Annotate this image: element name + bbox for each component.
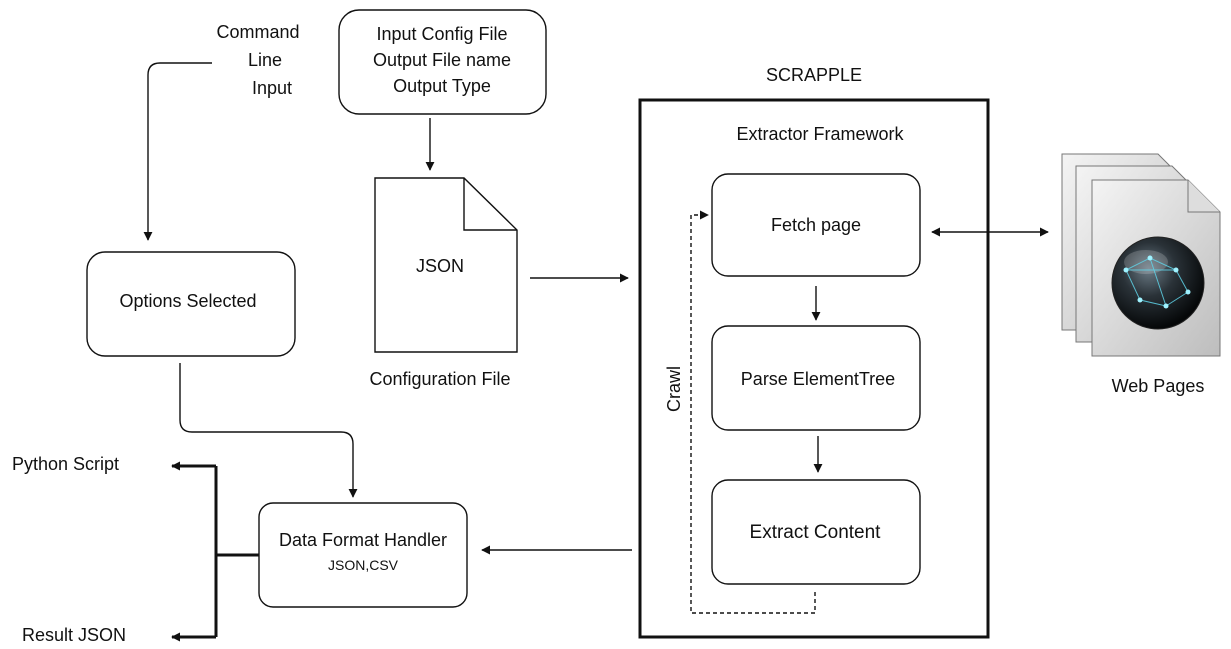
crawl-loop-arrow	[690, 210, 816, 614]
options-selected-box	[86, 251, 296, 357]
command-line-to-options-arrow	[143, 62, 212, 241]
extract-content-label: Extract Content	[750, 522, 882, 543]
crawl-label: Crawl	[664, 366, 684, 412]
data-format-handler-box	[258, 502, 468, 608]
input-config-line-3: Output Type	[393, 76, 491, 96]
configuration-file-label: Configuration File	[369, 369, 510, 389]
web-pages-icon	[1061, 153, 1221, 357]
parse-elementtree-label: Parse ElementTree	[741, 369, 895, 389]
result-json-label: Result JSON	[22, 625, 126, 645]
command-line-input-line-2: Line	[248, 50, 282, 70]
input-config-box	[338, 9, 547, 115]
input-config-line-2: Output File name	[373, 50, 511, 70]
options-to-data-format-arrow	[179, 363, 358, 498]
web-pages-label: Web Pages	[1112, 376, 1205, 396]
fetch-page-box	[711, 173, 921, 277]
input-config-line-1: Input Config File	[376, 24, 507, 44]
data-formats-label: JSON,CSV	[328, 557, 399, 573]
scrapple-title: SCRAPPLE	[766, 65, 862, 85]
json-document-shape	[374, 177, 518, 353]
command-line-input-label: Command Line Input	[216, 22, 299, 98]
options-selected-label: Options Selected	[119, 291, 256, 311]
command-line-input-line-3: Input	[252, 78, 292, 98]
extractor-framework-label: Extractor Framework	[736, 124, 904, 144]
command-line-input-line-1: Command	[216, 22, 299, 42]
python-script-label: Python Script	[12, 454, 119, 474]
fetch-page-label: Fetch page	[771, 215, 861, 235]
data-format-handler-label: Data Format Handler	[279, 530, 447, 550]
json-document-fold	[463, 178, 517, 231]
extract-content-box	[711, 479, 921, 585]
json-document-label: JSON	[416, 256, 464, 276]
parse-elementtree-box	[711, 325, 921, 431]
output-branch-connector	[214, 466, 259, 637]
